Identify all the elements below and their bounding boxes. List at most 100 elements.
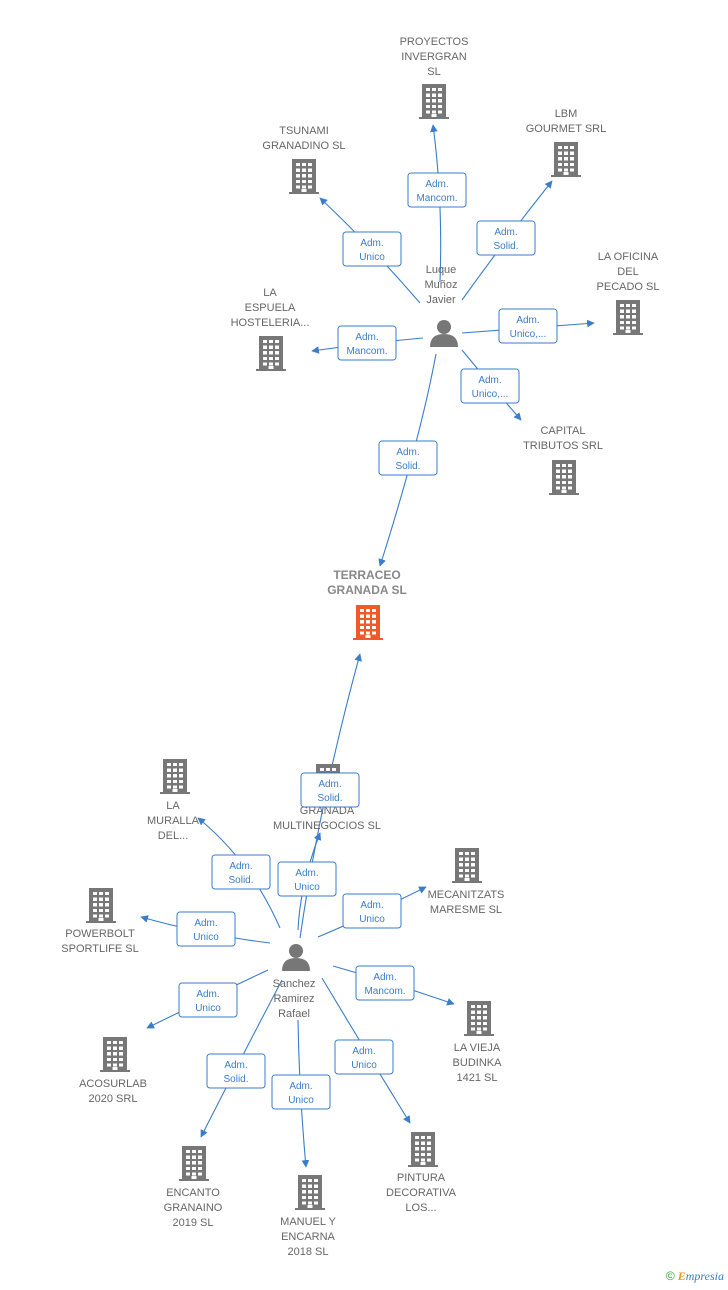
relation-label-sanchez-granada_multi[interactable]: Adm. Unico — [277, 861, 337, 897]
company-label-pintura-line: PINTURA — [397, 1172, 446, 1184]
company-label-capital-line: TRIBUTOS SRL — [523, 440, 603, 452]
company-label-espuela-line: HOSTELERIA... — [231, 317, 310, 329]
person-label-luque-line: Luque — [426, 264, 457, 276]
relation-label-text: Unico — [351, 1060, 377, 1071]
relation-label-text: Adm. — [373, 972, 396, 983]
building-icon-lbm[interactable] — [551, 142, 581, 177]
company-label-manuel-line: ENCARNA — [281, 1231, 335, 1243]
relation-label-text: Adm. — [516, 315, 539, 326]
building-icon-espuela[interactable] — [256, 336, 286, 371]
relation-label-text: Unico — [294, 882, 320, 893]
relation-label-text: Solid. — [493, 241, 518, 252]
brand-name: mpresia — [685, 1269, 724, 1283]
relation-label-text: Adm. — [352, 1046, 375, 1057]
relation-label-text: Adm. — [318, 779, 341, 790]
person-label-sanchez-line: Ramirez — [274, 993, 315, 1005]
relation-label-luque-terraceo[interactable]: Adm.Solid. — [378, 440, 438, 476]
building-icon-mecanitzats[interactable] — [452, 848, 482, 883]
relation-label-text: Mancom. — [364, 986, 405, 997]
building-icon-pintura[interactable] — [408, 1132, 438, 1167]
building-icon-manuel[interactable] — [295, 1175, 325, 1210]
relation-labels-layer: Adm.Mancom.Adm.UnicoAdm.Solid.Adm.Unico,… — [176, 172, 558, 1110]
company-label-acosurlab-line: ACOSURLAB — [79, 1078, 147, 1090]
person-label-sanchez-line: Sanchez — [273, 978, 316, 990]
company-label-muralla-line: DEL... — [158, 830, 189, 842]
building-icon-oficina[interactable] — [613, 300, 643, 335]
relation-label-sanchez-manuel[interactable]: Adm.Unico — [271, 1074, 331, 1110]
company-label-manuel-line: 2018 SL — [288, 1246, 329, 1258]
company-label-vieja-line: LA VIEJA — [454, 1042, 501, 1054]
relation-label-text: Solid. — [223, 1074, 248, 1085]
relation-label-sanchez-acosurlab[interactable]: Adm.Unico — [178, 982, 238, 1018]
building-icon-acosurlab[interactable] — [100, 1037, 130, 1072]
relation-label-text: Unico — [193, 932, 219, 943]
relation-label-text: Adm. — [360, 238, 383, 249]
company-label-muralla-line: LA — [166, 800, 180, 812]
relation-label-text: Solid. — [228, 875, 253, 886]
relation-label-luque-tsunami[interactable]: Adm. Unico — [342, 231, 402, 267]
relation-label-text: Unico,... — [510, 329, 547, 340]
building-icon-tsunami[interactable] — [289, 159, 319, 194]
company-label-tsunami-line: TSUNAMI — [279, 125, 329, 137]
company-label-encanto-line: 2019 SL — [173, 1217, 214, 1229]
building-icon-powerbolt[interactable] — [86, 888, 116, 923]
relation-label-text: Adm. — [295, 868, 318, 879]
relation-label-text: Solid. — [317, 793, 342, 804]
company-label-mecanitzats-line: MECANITZATS — [428, 889, 505, 901]
company-label-terraceo-line: GRANADA SL — [327, 583, 407, 597]
relation-label-luque-oficina[interactable]: Adm. Unico,... — [498, 308, 558, 344]
person-label-sanchez-line: Rafael — [278, 1008, 310, 1020]
relation-label-sanchez-pintura[interactable]: Adm. Unico — [334, 1039, 394, 1075]
company-label-proyectos-line: INVERGRAN — [401, 51, 466, 63]
relation-label-text: Unico — [359, 252, 385, 263]
company-label-pintura: PINTURADECORATIVALOS... — [386, 1172, 457, 1214]
relation-label-text: Adm. — [494, 227, 517, 238]
company-label-espuela-line: ESPUELA — [245, 302, 296, 314]
relation-label-luque-proyectos[interactable]: Adm.Mancom. — [407, 172, 467, 208]
relation-label-sanchez-muralla[interactable]: Adm. Solid. — [211, 854, 271, 890]
company-label-encanto-line: ENCANTO — [166, 1187, 220, 1199]
company-label-terraceo-line: TERRACEO — [333, 568, 400, 582]
building-icon-muralla[interactable] — [160, 759, 190, 794]
building-icon-encanto[interactable] — [179, 1146, 209, 1181]
relation-label-luque-espuela[interactable]: Adm.Mancom. — [337, 325, 397, 361]
company-label-vieja-line: 1421 SL — [457, 1072, 498, 1084]
relation-label-luque-capital[interactable]: Adm.Unico,... — [460, 368, 520, 404]
company-label-powerbolt-line: SPORTLIFE SL — [61, 943, 138, 955]
person-icon-luque[interactable] — [430, 320, 458, 347]
company-label-mecanitzats: MECANITZATS MARESME SL — [428, 889, 505, 916]
relation-label-sanchez-powerbolt[interactable]: Adm. Unico — [176, 911, 236, 947]
company-label-capital-line: CAPITAL — [540, 425, 585, 437]
company-label-oficina-line: LA OFICINA — [598, 251, 659, 263]
person-icon-sanchez[interactable] — [282, 944, 310, 971]
building-icon-vieja[interactable] — [464, 1001, 494, 1036]
relation-label-text: Adm. — [194, 918, 217, 929]
relation-label-text: Adm. — [425, 179, 448, 190]
relation-label-text: Adm. — [360, 900, 383, 911]
relation-label-text: Unico — [195, 1003, 221, 1014]
relation-label-sanchez-encanto[interactable]: Adm.Solid. — [206, 1053, 266, 1089]
company-label-proyectos-line: PROYECTOS — [400, 36, 469, 48]
relation-label-luque-lbm[interactable]: Adm. Solid. — [476, 220, 536, 256]
relation-label-text: Unico — [359, 914, 385, 925]
building-icon-proyectos[interactable] — [419, 84, 449, 119]
copyright-symbol: © — [665, 1269, 675, 1283]
relation-label-sanchez-mecanitzats[interactable]: Adm. Unico — [342, 893, 402, 929]
company-label-mecanitzats-line: MARESME SL — [430, 904, 502, 916]
company-label-lbm-line: GOURMET SRL — [526, 123, 606, 135]
relation-label-text: Unico,... — [472, 389, 509, 400]
relation-label-text: Solid. — [395, 461, 420, 472]
relation-label-sanchez-vieja[interactable]: Adm. Mancom. — [355, 965, 415, 1001]
relation-label-text: Adm. — [229, 861, 252, 872]
relation-label-sanchez-terraceo[interactable]: Adm. Solid. — [300, 772, 360, 808]
building-icon-terraceo[interactable] — [353, 605, 383, 640]
building-icon-capital[interactable] — [549, 460, 579, 495]
